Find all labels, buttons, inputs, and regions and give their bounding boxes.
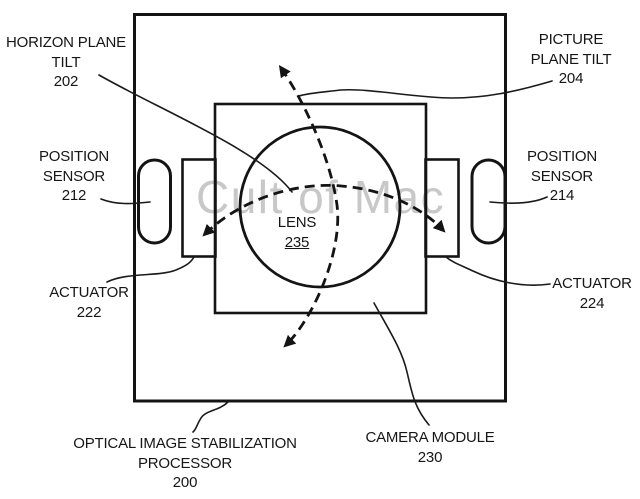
leader-position-sensor-right: [489, 196, 548, 204]
lens-circle: [238, 125, 402, 289]
leader-picture-plane-tilt: [298, 80, 553, 99]
leader-position-sensor-left: [100, 198, 151, 205]
ref-number: 214: [549, 187, 575, 204]
leader-ois-processor: [192, 401, 229, 433]
label-text: ACTUATOR: [552, 275, 632, 292]
ref-number: 202: [53, 73, 79, 90]
label-position-sensor-right: POSITION SENSOR 214: [527, 147, 597, 206]
leader-actuator-left: [106, 256, 195, 283]
label-text: POSITION: [526, 148, 598, 165]
label-ois-processor: OPTICAL IMAGE STABILIZATION PROCESSOR 20…: [73, 434, 297, 493]
label-camera-module: CAMERA MODULE 230: [365, 428, 494, 467]
label-text: OPTICAL IMAGE STABILIZATION: [73, 435, 297, 452]
picture-plane-tilt-arrow: [278, 65, 340, 348]
horizon-plane-tilt-arrow: [202, 184, 446, 237]
actuator-left-box: [181, 158, 217, 258]
label-text: POSITION: [38, 148, 110, 165]
ref-number: 235: [284, 234, 310, 251]
ois-processor-box: [133, 13, 507, 403]
label-text: PROCESSOR: [137, 454, 233, 472]
label-text: TILT: [51, 53, 81, 71]
leader-camera-module: [373, 302, 430, 426]
label-actuator-right: ACTUATOR 224: [552, 274, 632, 313]
label-text: CAMERA MODULE: [365, 429, 495, 446]
ref-number: 224: [579, 294, 605, 312]
label-text: HORIZON PLANE: [6, 34, 126, 51]
label-text: SENSOR: [530, 167, 594, 185]
label-text: PICTURE: [538, 31, 604, 48]
label-horizon-plane-tilt: HORIZON PLANE TILT 202: [6, 33, 126, 92]
leader-actuator-right: [445, 256, 551, 286]
label-text: LENS: [277, 214, 317, 231]
ref-number: 230: [417, 448, 443, 466]
label-text: SENSOR: [42, 167, 106, 185]
label-text: PLANE TILT: [530, 50, 612, 68]
label-lens: LENS 235: [277, 213, 317, 253]
position-sensor-right-pill: [470, 158, 507, 245]
position-sensor-left-pill: [137, 158, 172, 245]
label-position-sensor-left: POSITION SENSOR 212: [39, 147, 109, 206]
ref-number: 200: [172, 474, 198, 491]
camera-module-box: [213, 102, 428, 315]
label-picture-plane-tilt: PICTURE PLANE TILT 204: [531, 30, 612, 89]
label-text: ACTUATOR: [49, 284, 129, 301]
ref-number: 212: [61, 187, 87, 204]
ref-number: 222: [76, 303, 102, 321]
ref-number: 204: [558, 70, 584, 87]
leader-horizon-plane-tilt: [98, 74, 293, 193]
cult-of-mac-watermark: Cult of Mac: [196, 171, 446, 223]
label-actuator-left: ACTUATOR 222: [49, 283, 129, 322]
actuator-right-box: [424, 158, 460, 258]
